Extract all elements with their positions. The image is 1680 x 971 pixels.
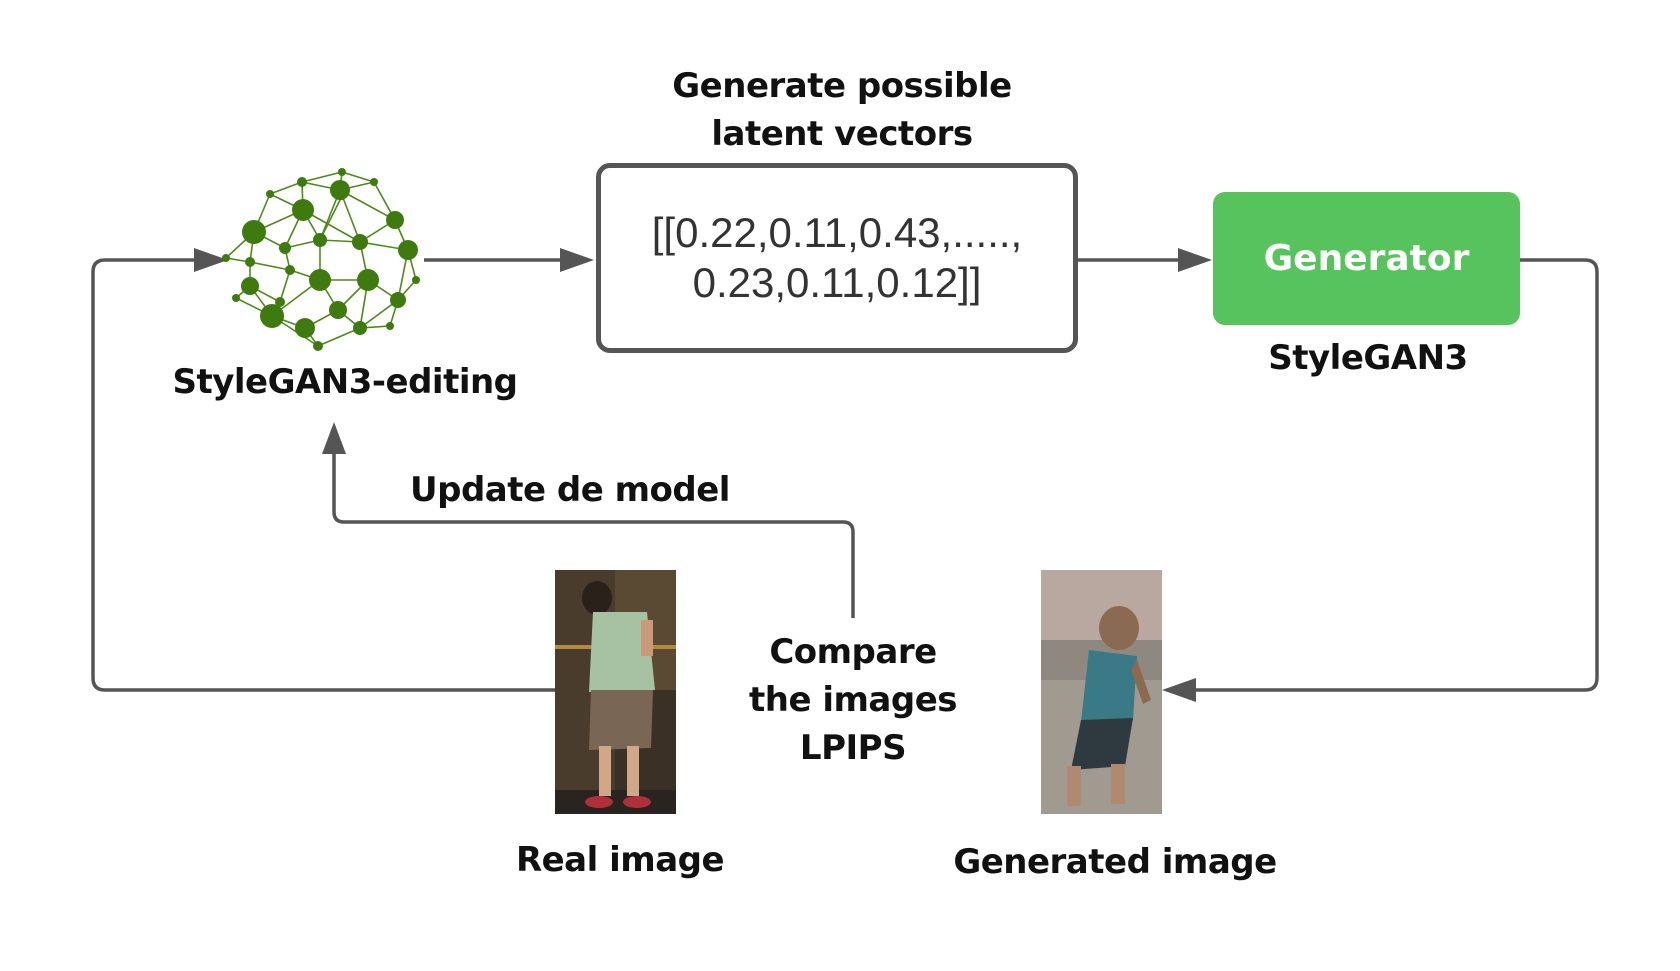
compare-line1: Compare bbox=[769, 632, 937, 672]
network-node bbox=[313, 233, 327, 247]
real-image-picture bbox=[555, 570, 676, 814]
network-node bbox=[338, 168, 346, 176]
arrow-compare-to-network bbox=[332, 448, 855, 618]
network-node bbox=[292, 199, 314, 221]
network-edge bbox=[319, 195, 343, 241]
network-edge bbox=[341, 171, 375, 183]
network-node bbox=[275, 297, 285, 307]
network-edge bbox=[301, 171, 343, 183]
update-model-label: Update de model bbox=[410, 470, 730, 510]
generator-box: Generator bbox=[1213, 192, 1520, 325]
stylegan3-caption: StyleGAN3 bbox=[1268, 338, 1468, 378]
arrowhead-generator bbox=[1178, 248, 1212, 272]
network-node bbox=[242, 220, 266, 244]
network-node bbox=[260, 304, 284, 328]
generator-label: Generator bbox=[1263, 238, 1470, 279]
network-node bbox=[232, 294, 240, 302]
compare-line2: the images bbox=[748, 680, 958, 720]
network-node bbox=[386, 211, 404, 229]
network-node bbox=[279, 242, 291, 254]
network-node bbox=[386, 322, 394, 330]
network-edge bbox=[249, 261, 291, 271]
network-node bbox=[266, 190, 274, 198]
generated-image-picture bbox=[1041, 570, 1162, 814]
arrowhead-update bbox=[322, 422, 346, 454]
latent-title-line2: latent vectors bbox=[711, 114, 973, 154]
network-node bbox=[245, 257, 255, 267]
network-node bbox=[222, 254, 230, 262]
arrowhead-generated bbox=[1162, 678, 1196, 702]
network-edge bbox=[339, 189, 396, 221]
network-node bbox=[357, 269, 379, 291]
network-node bbox=[412, 276, 420, 284]
network-node bbox=[398, 240, 418, 260]
real-image-photo bbox=[555, 570, 676, 814]
arrowhead-latent bbox=[560, 248, 594, 272]
network-node bbox=[313, 341, 323, 351]
latent-vector-line1: [[0.22,0.11,0.43,....., bbox=[651, 209, 1023, 256]
network-edge bbox=[279, 269, 291, 303]
network-node bbox=[295, 318, 315, 338]
network-edge bbox=[269, 181, 303, 195]
network-node bbox=[329, 301, 347, 319]
arrow-real-to-network bbox=[91, 258, 555, 692]
stylegan-editing-caption: StyleGAN3-editing bbox=[172, 362, 518, 402]
latent-vector-line2: 0.23,0.11,0.12]] bbox=[692, 259, 982, 306]
network-node bbox=[353, 321, 367, 335]
generated-image-caption: Generated image bbox=[953, 842, 1277, 882]
arrowhead-network bbox=[194, 248, 228, 272]
network-node bbox=[285, 265, 295, 275]
generated-image-photo bbox=[1041, 570, 1162, 814]
network-node bbox=[309, 269, 331, 291]
network-node bbox=[370, 178, 378, 186]
network-node bbox=[390, 292, 406, 308]
latent-title-line1: Generate possible bbox=[672, 66, 1012, 106]
latent-title: Generate possible latent vectors bbox=[642, 62, 1042, 158]
real-image-caption: Real image bbox=[515, 840, 725, 880]
network-edge bbox=[317, 327, 361, 347]
neural-network-icon bbox=[222, 168, 420, 351]
arrow-generator-to-generated bbox=[1192, 258, 1599, 692]
compare-label: Compare the images LPIPS bbox=[713, 628, 993, 772]
latent-vector-box: [[0.22,0.11,0.43,....., 0.23,0.11,0.12]] bbox=[596, 163, 1078, 353]
network-node bbox=[297, 177, 307, 187]
network-node bbox=[241, 277, 259, 295]
network-node bbox=[352, 234, 368, 250]
network-node bbox=[338, 192, 346, 200]
compare-line3: LPIPS bbox=[799, 728, 907, 768]
